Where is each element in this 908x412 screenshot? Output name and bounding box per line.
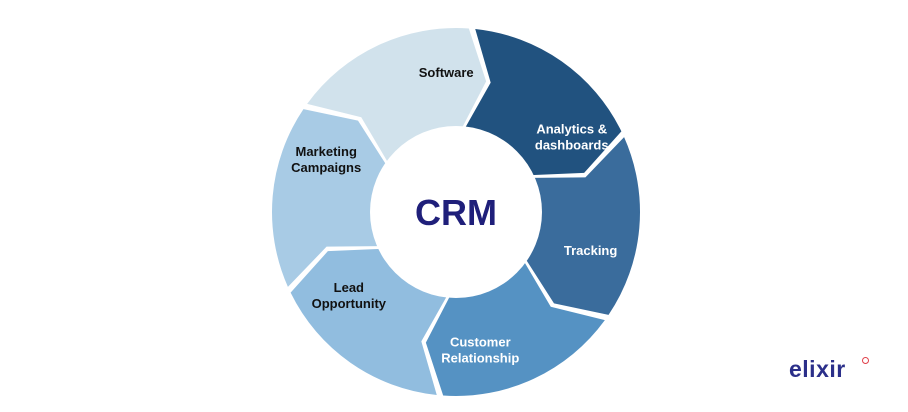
- segment-label-tracking: Tracking: [564, 243, 618, 258]
- segment-label-line: Marketing: [295, 144, 356, 159]
- elixir-logo: elixir: [789, 358, 846, 381]
- segment-lead-opportunity: [290, 248, 448, 395]
- center-circle: [370, 126, 542, 298]
- segment-label-line: Software: [419, 65, 474, 80]
- logo-text: elixir: [789, 356, 846, 382]
- segment-label-line: Opportunity: [312, 296, 387, 311]
- segment-label-line: Relationship: [441, 350, 519, 365]
- segment-tracking: [525, 137, 640, 315]
- segment-label-line: Tracking: [564, 243, 618, 258]
- logo-ring-icon: [862, 357, 869, 364]
- segment-label-software: Software: [419, 65, 474, 80]
- segment-label-line: Lead: [334, 280, 364, 295]
- segment-label-analytics: Analytics &dashboards: [535, 121, 609, 152]
- segment-label-line: Analytics &: [536, 121, 607, 136]
- segment-marketing-campaigns: [272, 109, 387, 287]
- segment-analytics: [464, 29, 622, 176]
- segment-label-line: Campaigns: [291, 160, 361, 175]
- segment-label-line: dashboards: [535, 137, 609, 152]
- segment-label-line: Customer: [450, 334, 511, 349]
- center-label: CRM: [415, 192, 497, 233]
